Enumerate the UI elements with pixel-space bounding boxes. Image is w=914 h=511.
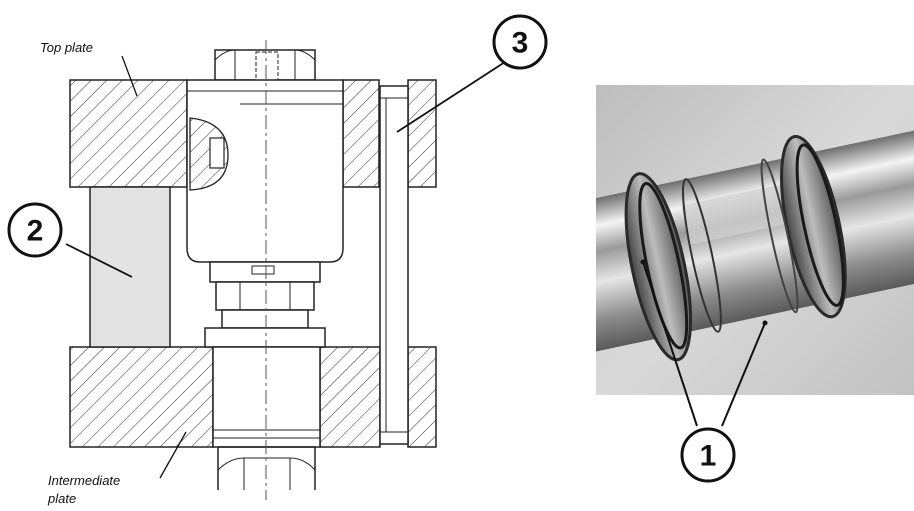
wiper-ring-left [624, 172, 693, 362]
bottom-hex [217, 446, 316, 490]
intermediate-plate-label-line2: plate [47, 491, 76, 506]
intermediate-plate-mid-block [319, 346, 381, 448]
spacer-block [89, 186, 171, 348]
flange-nut [204, 327, 326, 348]
intermediate-plate-label-line1: Intermediate [48, 473, 120, 488]
callout-1-number: 1 [700, 440, 717, 473]
callout-3-number: 3 [512, 27, 529, 60]
callout-1: 1 [680, 427, 736, 483]
intermediate-plate-leader [159, 431, 187, 479]
callout-3: 3 [492, 14, 548, 70]
top-plate-label: Top plate [40, 40, 93, 55]
callout-3-leader [396, 61, 506, 133]
section-drawing [65, 40, 506, 500]
intermediate-plate-right-block [407, 346, 437, 448]
intermediate-plate-left-block [69, 346, 214, 448]
callout-2: 2 [7, 202, 63, 258]
guide-bar [379, 85, 409, 445]
cylinder-body [186, 79, 344, 263]
callout-2-leader [65, 243, 133, 278]
top-plate-leader [121, 55, 138, 97]
callout-1-leader-left [642, 261, 698, 427]
callout-1-leader-right [721, 322, 766, 427]
top-plate-mid-block [342, 79, 380, 188]
top-plate-left-block [69, 79, 188, 188]
shaft-photo [596, 85, 914, 395]
callout-2-number: 2 [27, 215, 44, 248]
top-plate-right-block [407, 79, 437, 188]
